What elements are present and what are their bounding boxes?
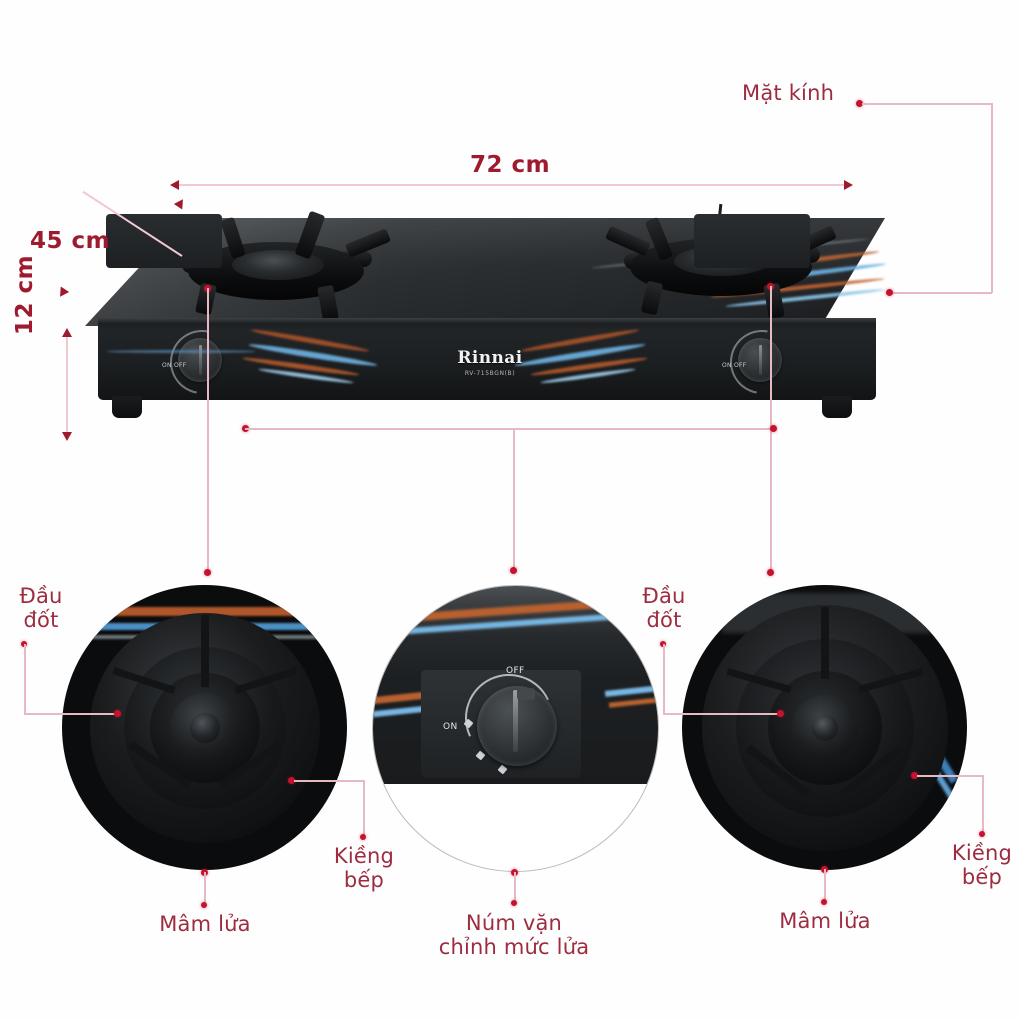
leader-dot-burner-head-left-target bbox=[114, 710, 121, 717]
annotation-control-knob: Núm vặn chỉnh mức lửa bbox=[438, 911, 590, 959]
control-knob-right[interactable] bbox=[738, 338, 782, 382]
annotation-glass-top: Mặt kính bbox=[742, 81, 835, 105]
dimension-height-arrow-bottom bbox=[62, 432, 72, 441]
dimension-width-label: 72 cm bbox=[470, 152, 551, 178]
dimension-depth-arrow-bottom bbox=[55, 286, 70, 300]
leader-dot-pan-support-left-target bbox=[288, 777, 295, 784]
pan-support-arm-n bbox=[201, 615, 209, 687]
detail-circle-right-burner bbox=[682, 585, 967, 870]
brand-logo: Rinnai bbox=[457, 348, 523, 368]
circle-bg-streak-orange bbox=[82, 607, 332, 616]
knob-on-label: ON bbox=[443, 722, 458, 732]
leader-dot-pan-support-left-label bbox=[360, 834, 366, 840]
leader-burner-head-right-horizontal bbox=[663, 713, 781, 715]
leader-dot-pan-support-right-label bbox=[979, 831, 985, 837]
annotation-pan-support-right: Kiềng bếp bbox=[951, 841, 1013, 889]
dimension-height-arrow-top bbox=[62, 328, 72, 337]
leader-glass-horizontal-bottom bbox=[890, 292, 992, 294]
annotation-pan-support-left: Kiềng bếp bbox=[333, 844, 395, 892]
control-knob-left[interactable] bbox=[178, 338, 222, 382]
leader-dot-circle-middle-top bbox=[510, 567, 517, 574]
dimension-width-arrow-right bbox=[844, 180, 853, 190]
grate-arm-w bbox=[605, 225, 651, 257]
body-highlight-line bbox=[106, 350, 256, 353]
leader-pan-support-left-horizontal bbox=[294, 780, 364, 782]
leader-dot-burner-cap-right-label bbox=[821, 899, 827, 905]
brand-sublabel: RV-715BGN(B) bbox=[464, 370, 516, 377]
stove-foot-right bbox=[822, 396, 852, 418]
leader-burner-cap-right-vertical bbox=[824, 869, 826, 901]
leader-burner-head-left-vertical bbox=[24, 644, 26, 714]
control-knob-pointer bbox=[513, 690, 518, 752]
knob-scale-label-left: ON OFF bbox=[162, 362, 187, 369]
leader-pan-support-left-vertical bbox=[363, 780, 365, 836]
leader-knob-caption-vertical bbox=[514, 872, 516, 902]
annotation-burner-cap-right: Mâm lửa bbox=[779, 909, 871, 933]
leader-glass-horizontal-top bbox=[862, 103, 992, 105]
leader-left-burner-drop bbox=[207, 288, 209, 572]
dimension-width-line bbox=[178, 184, 846, 186]
annotation-burner-cap-left: Mâm lửa bbox=[159, 912, 251, 936]
knob-scale-label-right: ON OFF bbox=[722, 362, 747, 369]
stove-body-top-edge bbox=[98, 318, 876, 324]
gas-stove-illustration: ON OFF ON OFF Rinnai RV-715BGN(B) bbox=[70, 200, 950, 435]
leader-pan-support-right-vertical bbox=[982, 775, 984, 833]
leader-pan-support-right-horizontal bbox=[917, 775, 983, 777]
leader-middle-drop bbox=[513, 428, 515, 570]
dimension-depth-label: 45 cm bbox=[30, 228, 111, 254]
detail-circle-left-burner bbox=[62, 585, 347, 870]
dimension-width-arrow-left bbox=[170, 180, 179, 190]
dimension-height-label: 12 cm bbox=[12, 254, 38, 336]
annotation-burner-head-right: Đầu đốt bbox=[642, 584, 686, 632]
control-panel-right bbox=[694, 214, 810, 268]
leader-dot-circle-right-top bbox=[767, 569, 774, 576]
leader-burner-head-left-horizontal bbox=[24, 713, 118, 715]
leader-dot-burner-cap-left-label bbox=[201, 902, 207, 908]
burner-head-center bbox=[812, 715, 838, 741]
leader-glass-vertical bbox=[991, 103, 993, 293]
leader-dot-pan-support-right-target bbox=[911, 772, 918, 779]
control-knob-grip bbox=[517, 688, 535, 700]
stove-foot-left bbox=[112, 396, 142, 418]
leader-dot-glass-label bbox=[856, 100, 863, 107]
detail-circle-control-knob: OFF ON bbox=[372, 585, 659, 872]
leader-burner-cap-left-vertical bbox=[204, 872, 206, 904]
dimension-height-line bbox=[66, 336, 68, 436]
grate-arm-sw bbox=[640, 280, 664, 316]
leader-dot-knob-caption-label bbox=[511, 900, 517, 906]
leader-burner-head-right-vertical bbox=[663, 644, 665, 714]
leader-dot-circle-left-top bbox=[204, 569, 211, 576]
leader-dot-body-right bbox=[770, 425, 777, 432]
leader-body-horizontal bbox=[245, 428, 773, 430]
annotation-burner-head-left: Đầu đốt bbox=[19, 584, 63, 632]
leader-dot-burner-head-right-target bbox=[777, 710, 784, 717]
leader-dot-glass-target bbox=[886, 289, 893, 296]
knob-off-label: OFF bbox=[506, 666, 525, 676]
control-panel-left bbox=[106, 214, 222, 268]
pan-support-arm-n bbox=[821, 607, 829, 679]
burner-head-center bbox=[190, 713, 220, 743]
